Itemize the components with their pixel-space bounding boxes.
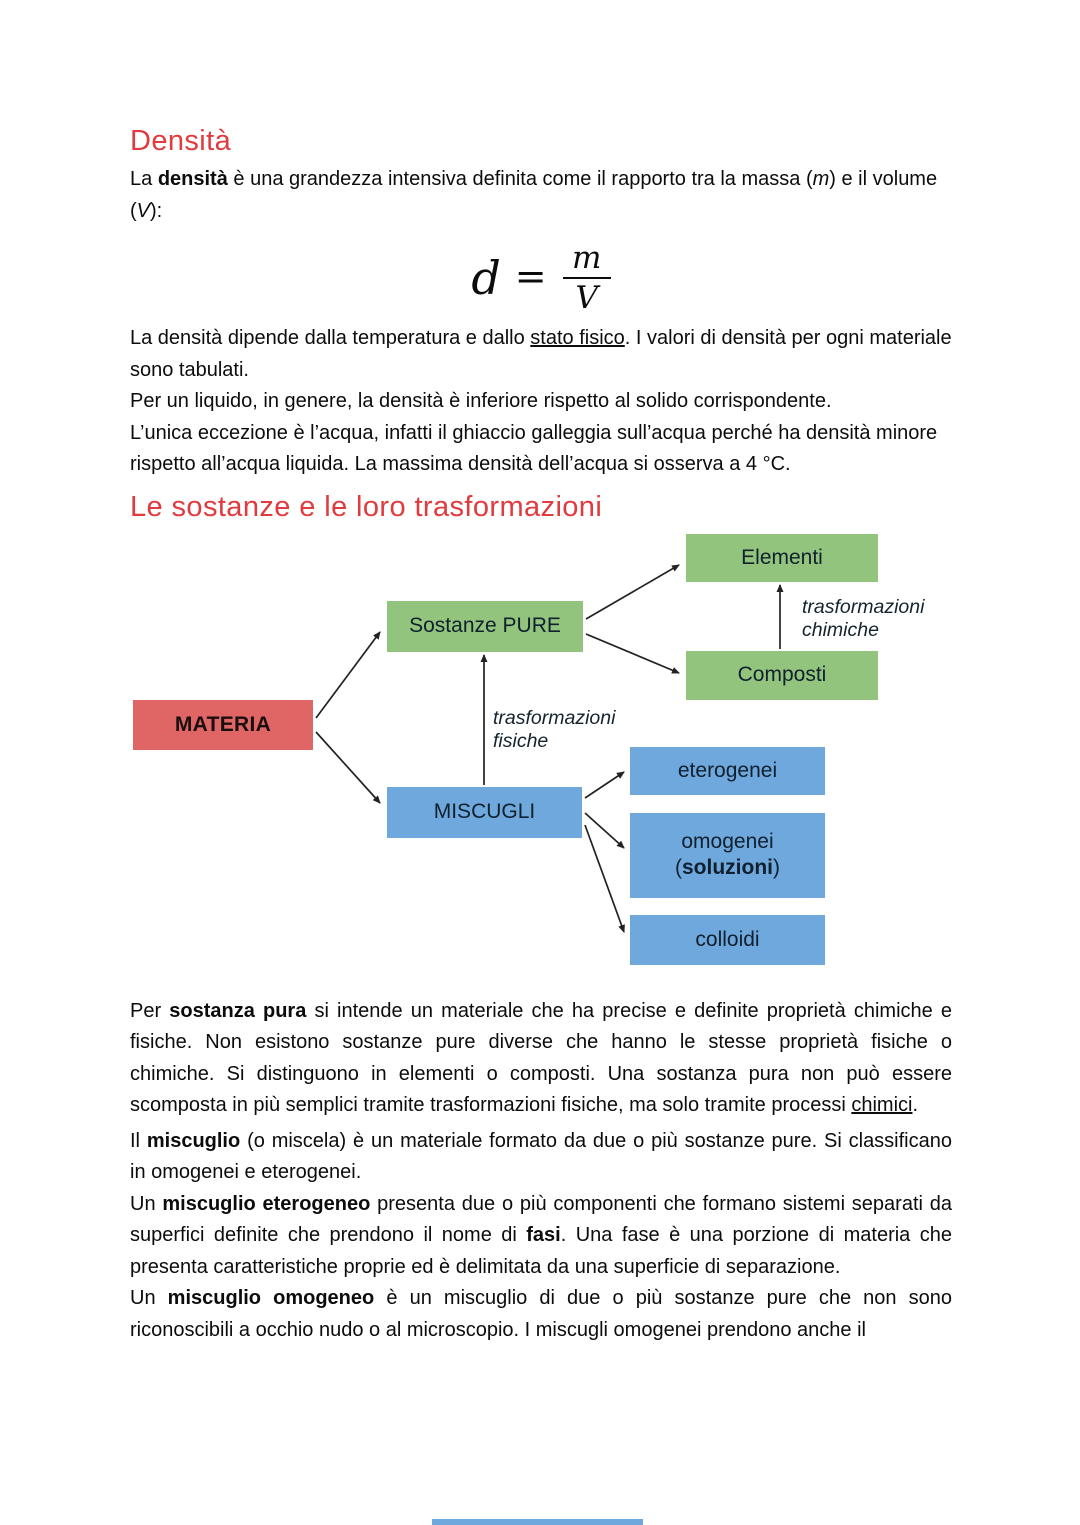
arrow-miscugli-to-colloidi: [584, 824, 625, 933]
arrow-materia-to-miscugli: [315, 730, 381, 804]
density-formula: d = m V: [130, 239, 952, 317]
formula-d: d: [471, 251, 501, 305]
fraction-bar: [562, 276, 611, 279]
node-omogenei: omogenei (soluzioni): [630, 812, 825, 898]
document-page: Densità La densità è una grandezza inten…: [130, 0, 952, 1346]
node-sostanze-pure: Sostanze PURE: [387, 600, 583, 652]
formula-fraction: m V: [562, 239, 611, 316]
mixture-paragraph: Il miscuglio (o miscela) è un materiale …: [130, 1129, 953, 1341]
node-omogenei-line2: (soluzioni): [675, 856, 780, 879]
formula-denominator: V: [575, 279, 598, 316]
node-composti: Composti: [686, 650, 878, 700]
formula-numerator: m: [571, 239, 602, 276]
density-intro-paragraph: La densità è una grandezza intensiva def…: [130, 168, 938, 222]
label-trasformazioni-fisiche: trasformazioni fisiche: [493, 706, 616, 753]
node-elementi: Elementi: [686, 533, 878, 582]
density-body-paragraph: La densità dipende dalla temperatura e d…: [130, 327, 952, 475]
arrow-materia-to-sostanze-pure: [315, 630, 381, 719]
node-omogenei-line1: omogenei: [681, 830, 774, 853]
section-heading-substances: Le sostanze e le loro trasformazioni: [130, 490, 603, 523]
formula-equals: =: [514, 254, 547, 298]
node-miscugli: MISCUGLI: [387, 786, 582, 838]
arrow-miscugli-to-eterogenei: [584, 770, 625, 799]
next-page-element-peek: [432, 1519, 643, 1525]
pure-substance-paragraph: Per sostanza pura si intende un material…: [130, 999, 953, 1117]
section-heading-density: Densità: [130, 125, 232, 157]
node-materia: MATERIA: [133, 699, 313, 750]
matter-classification-diagram: MATERIA Sostanze PURE Elementi Composti …: [130, 533, 952, 970]
arrow-miscugli-to-omogenei: [584, 811, 625, 849]
node-eterogenei: eterogenei: [630, 746, 825, 795]
node-colloidi: colloidi: [630, 914, 825, 965]
label-trasformazioni-chimiche: trasformazioni chimiche: [802, 595, 925, 642]
arrow-sostanze-to-composti: [585, 632, 680, 674]
arrow-sostanze-to-elementi: [585, 563, 680, 620]
